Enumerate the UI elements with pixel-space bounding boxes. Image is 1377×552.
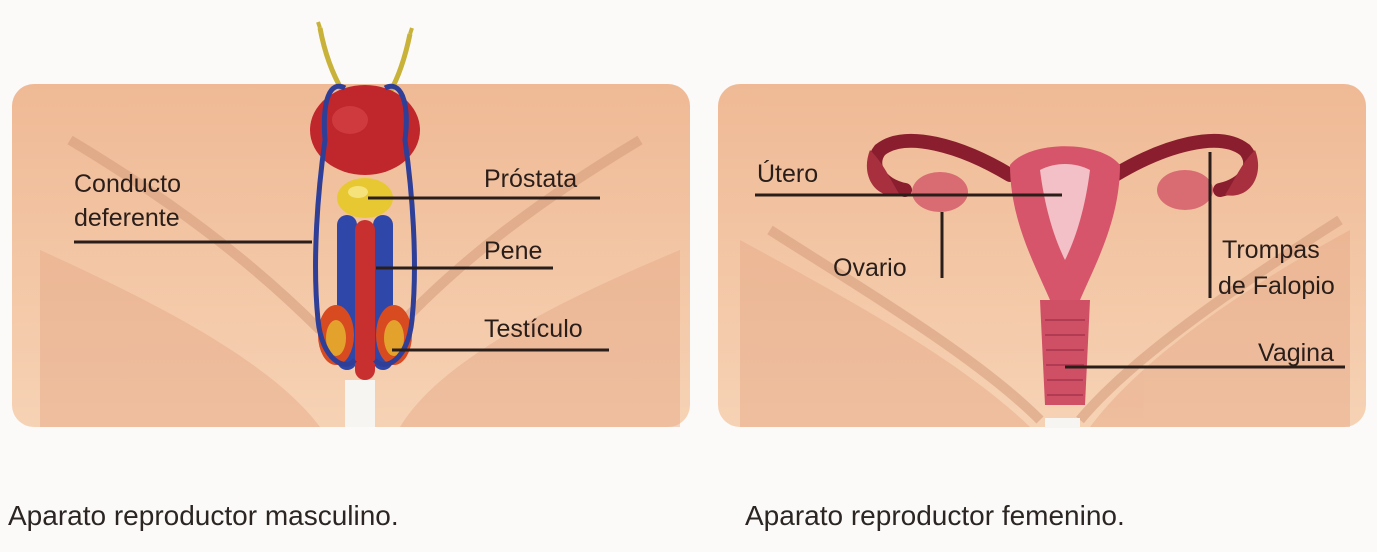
label-conducto-line2: deferente <box>74 204 180 232</box>
label-pene: Pene <box>484 237 542 265</box>
ovary-right <box>1157 170 1213 210</box>
label-testiculo: Testículo <box>484 315 583 343</box>
label-vagina: Vagina <box>1258 339 1334 367</box>
label-ovario: Ovario <box>833 254 907 282</box>
label-trompas-line2: de Falopio <box>1218 272 1335 300</box>
female-gap <box>1045 418 1080 428</box>
bladder-highlight <box>332 106 368 134</box>
vagina <box>1040 300 1090 405</box>
ureter-tips <box>318 22 412 34</box>
urethra-body <box>355 220 375 380</box>
label-trompas-line1: Trompas <box>1222 236 1320 264</box>
ovary-left <box>912 172 968 212</box>
male-gap <box>345 380 375 427</box>
caption-female: Aparato reproductor femenino. <box>745 500 1125 532</box>
caption-male: Aparato reproductor masculino. <box>8 500 399 532</box>
ureters <box>320 28 410 92</box>
label-prostata: Próstata <box>484 165 577 193</box>
prostate-highlight <box>348 186 368 198</box>
label-conducto-line1: Conducto <box>74 170 181 198</box>
label-utero: Útero <box>757 160 818 188</box>
